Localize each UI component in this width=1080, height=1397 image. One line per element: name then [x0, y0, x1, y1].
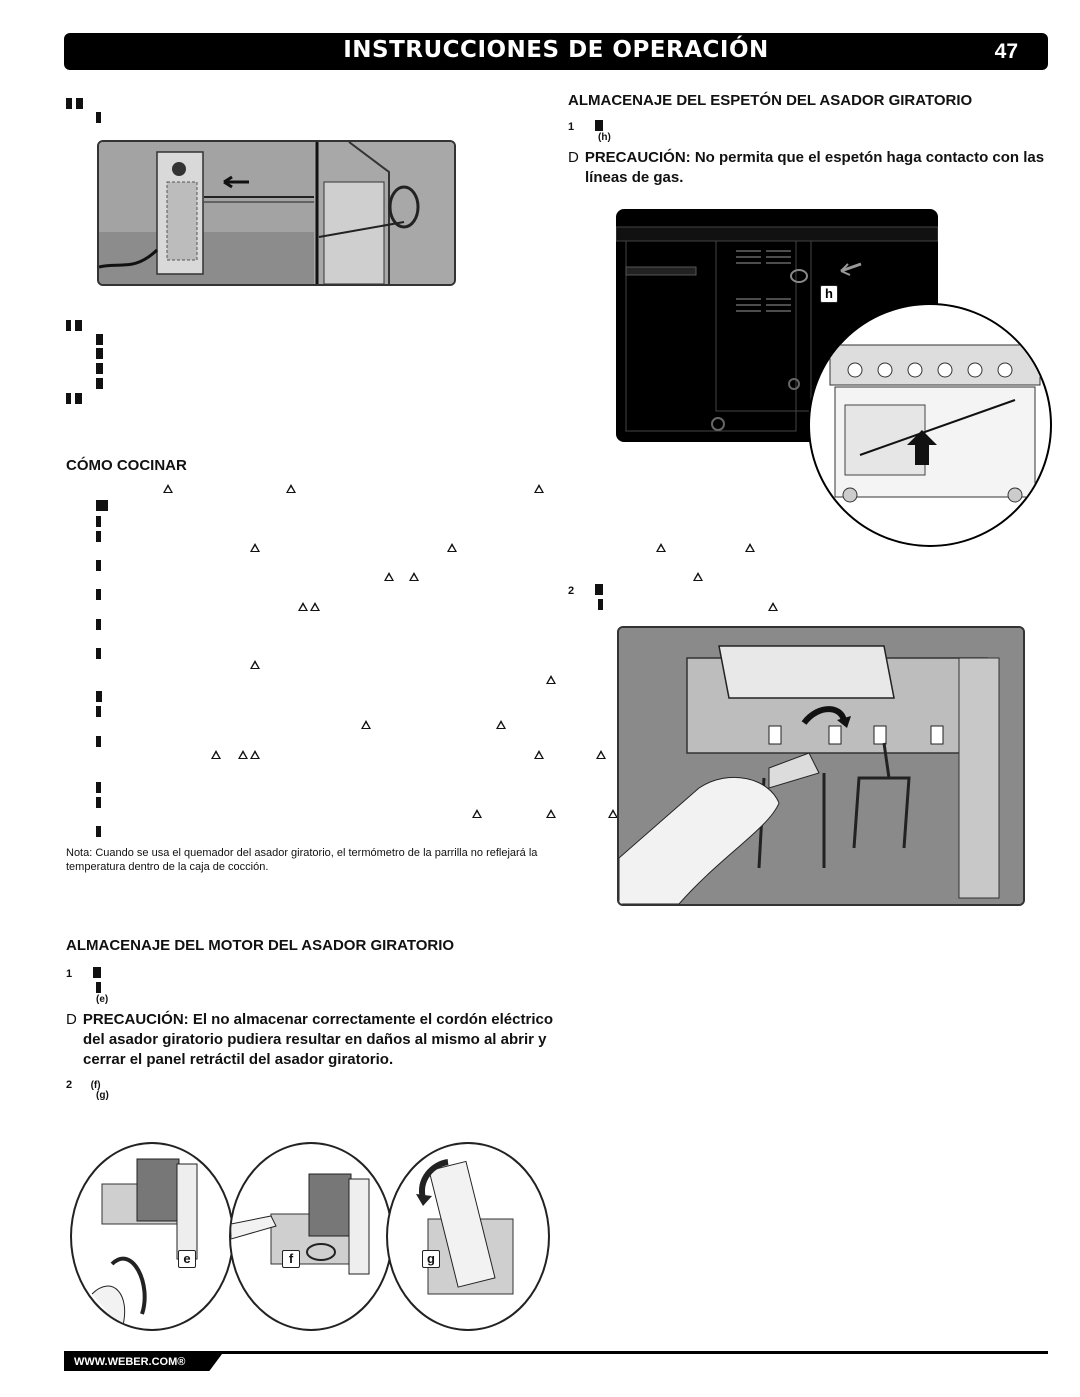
step-marker — [96, 497, 112, 512]
step-marker — [96, 331, 107, 346]
step-marker — [96, 779, 105, 794]
step-marker — [96, 375, 107, 390]
motor-ref-e: (e) — [96, 994, 109, 1005]
page-title: INSTRUCCIONES DE OPERACIÓN — [343, 37, 769, 63]
section-heading-como-cocinar: CÓMO COCINAR — [66, 457, 187, 474]
footer-rule — [64, 1351, 1048, 1354]
step-marker — [96, 557, 105, 572]
warning-triangle-icon — [596, 750, 606, 759]
step-marker — [96, 616, 105, 631]
warning-triangle-icon — [384, 572, 394, 581]
espeton-ref-h: (h) — [598, 132, 611, 143]
step-marker — [96, 979, 105, 994]
figure-label-f: f — [282, 1250, 300, 1268]
step-marker — [66, 390, 86, 405]
section-heading-espeton: ALMACENAJE DEL ESPETÓN DEL ASADOR GIRATO… — [568, 92, 973, 109]
step-marker — [96, 528, 105, 543]
step-marker — [598, 596, 607, 611]
grill-interior-inset — [808, 303, 1052, 547]
warning-triangle-icon — [656, 543, 666, 552]
motor-ref-g: (g) — [96, 1090, 109, 1101]
rotisserie-motor-figure — [97, 140, 456, 286]
warning-triangle-icon — [472, 809, 482, 818]
step-marker — [96, 794, 105, 809]
section-heading-motor: ALMACENAJE DEL MOTOR DEL ASADOR GIRATORI… — [66, 937, 455, 954]
motor-storage-figure-f — [229, 1142, 393, 1331]
page-header: INSTRUCCIONES DE OPERACIÓN 47 — [64, 33, 1048, 70]
rotisserie-forks-storage-figure — [617, 626, 1025, 906]
warning-triangle-icon — [238, 750, 248, 759]
warning-triangle-icon — [163, 484, 173, 493]
step-marker — [96, 513, 105, 528]
step-number: 1 — [66, 968, 73, 980]
warning-triangle-icon — [286, 484, 296, 493]
page-number: 47 — [994, 40, 1018, 63]
motor-step-1: 1 — [66, 964, 105, 980]
warning-triangle-icon — [496, 720, 506, 729]
step-marker — [96, 703, 105, 718]
espeton-step-1: 1 — [568, 117, 607, 133]
warning-triangle-icon — [409, 572, 419, 581]
figure-label-g: g — [422, 1250, 440, 1268]
warning-triangle-icon — [768, 602, 778, 611]
step-marker — [96, 688, 106, 703]
step-number: 2 — [66, 1079, 73, 1091]
warning-triangle-icon — [608, 809, 618, 818]
step-marker — [66, 95, 87, 110]
warning-triangle-icon — [534, 750, 544, 759]
warning-triangle-icon — [310, 602, 320, 611]
motor-ref-f: (f) — [90, 1080, 101, 1091]
cocinar-note: Nota: Cuando se usa el quemador del asad… — [66, 847, 538, 873]
caution-marker: D — [66, 1011, 77, 1028]
step-number: 1 — [568, 121, 575, 133]
step-number: 2 — [568, 585, 575, 597]
motor-caution: D PRECAUCIÓN: El no almacenar correctamen… — [66, 1010, 563, 1070]
step-marker — [96, 645, 105, 660]
motor-storage-figure-g — [386, 1142, 550, 1331]
figure-label-h: h — [820, 285, 838, 303]
motor-step-2: 2 (f) — [66, 1075, 101, 1091]
warning-triangle-icon — [693, 572, 703, 581]
warning-triangle-icon — [361, 720, 371, 729]
footer-url[interactable]: WWW.WEBER.COM® — [64, 1354, 222, 1371]
warning-triangle-icon — [534, 484, 544, 493]
warning-triangle-icon — [298, 602, 308, 611]
espeton-caution: D PRECAUCIÓN: No permita que el espetón h… — [568, 148, 1065, 188]
step-marker — [96, 345, 107, 360]
figure-label-e: e — [178, 1250, 196, 1268]
step-marker — [96, 360, 107, 375]
warning-triangle-icon — [447, 543, 457, 552]
caution-text: PRECAUCIÓN: El no almacenar correctament… — [82, 1011, 553, 1068]
warning-triangle-icon — [745, 543, 755, 552]
warning-triangle-icon — [211, 750, 221, 759]
caution-marker: D — [568, 149, 579, 166]
warning-triangle-icon — [546, 675, 556, 684]
warning-triangle-icon — [546, 809, 556, 818]
step-marker — [96, 733, 105, 748]
motor-storage-figure-e — [70, 1142, 234, 1331]
caution-text: PRECAUCIÓN: No permita que el espetón ha… — [584, 149, 1045, 186]
warning-triangle-icon — [250, 750, 260, 759]
espeton-step-2: 2 — [568, 581, 607, 597]
warning-triangle-icon — [250, 660, 260, 669]
step-marker — [66, 317, 86, 332]
step-marker — [96, 109, 105, 124]
step-marker — [96, 586, 105, 601]
step-marker — [96, 823, 105, 838]
warning-triangle-icon — [250, 543, 260, 552]
